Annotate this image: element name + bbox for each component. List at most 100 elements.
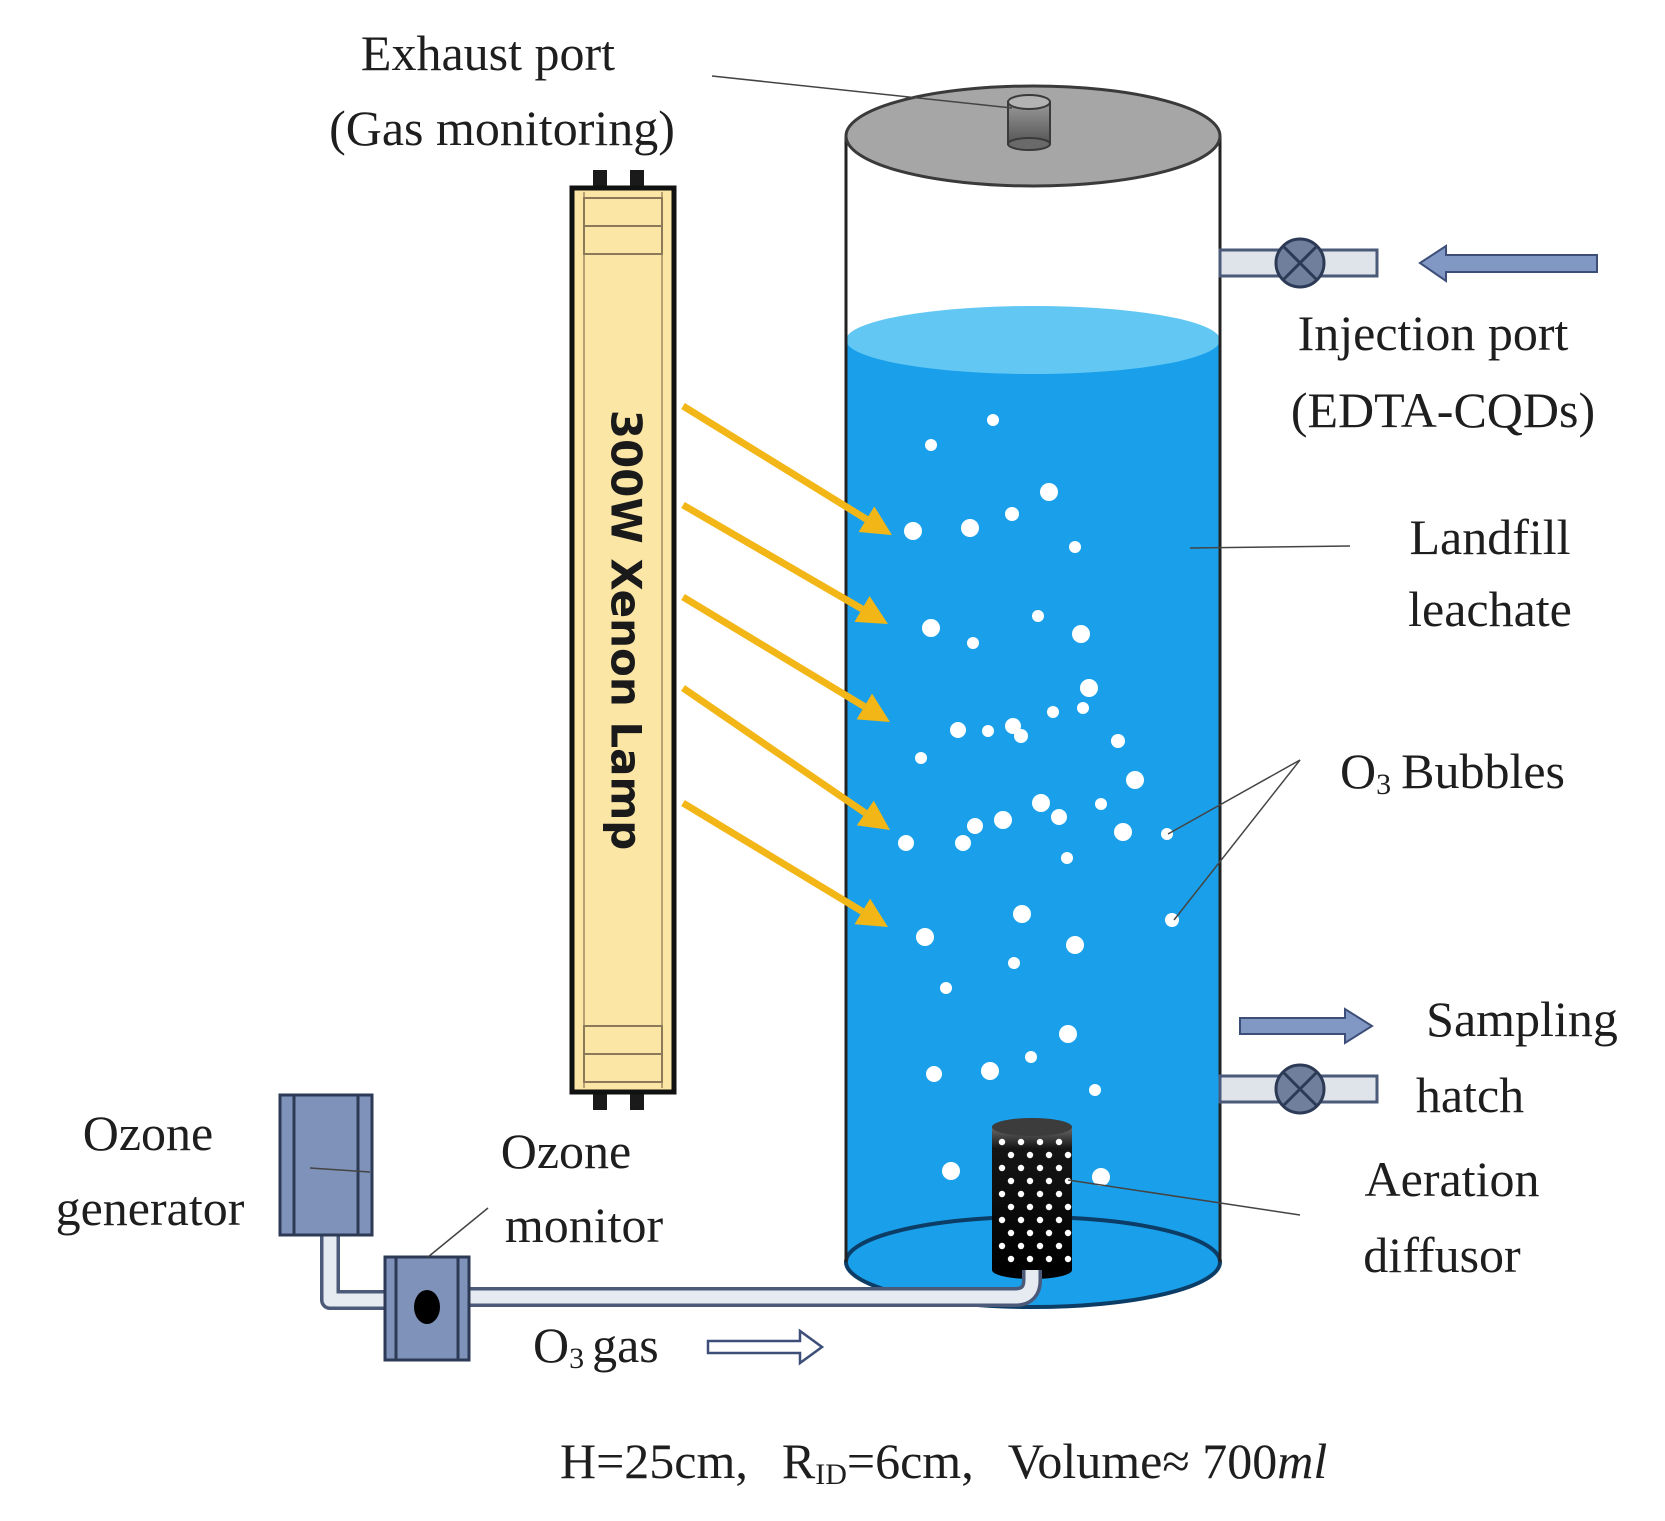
diffuser-hole: [1007, 1229, 1015, 1237]
diffuser-hole: [1055, 1138, 1063, 1146]
diffuser-hole: [1045, 1177, 1053, 1185]
diffuser-hole: [1045, 1229, 1053, 1237]
diffuser-hole: [998, 1138, 1006, 1146]
ozone-bubble: [955, 835, 971, 851]
diffuser-hole: [1017, 1164, 1025, 1172]
ozone-bubble: [1126, 771, 1144, 789]
gas-pipe: [320, 1222, 1042, 1310]
diffuser-hole: [998, 1216, 1006, 1224]
ozone-bubble: [916, 928, 934, 946]
ozone-generator: [278, 1093, 374, 1237]
injection-port: [1218, 237, 1598, 289]
diffuser-hole: [1017, 1138, 1025, 1146]
diffuser-hole: [1045, 1203, 1053, 1211]
ozone-bubble: [915, 752, 927, 764]
ozone-bubble: [1040, 483, 1058, 501]
ozone-bubble: [1114, 823, 1132, 841]
leachate-label: Landfill: [1409, 509, 1570, 565]
ozone-bubble: [1165, 913, 1179, 927]
diffusor-label: Aeration: [1365, 1151, 1540, 1207]
liquid-surface: [846, 306, 1220, 374]
diffuser-hole: [998, 1242, 1006, 1250]
diffuser-hole: [1064, 1229, 1072, 1237]
ozone-generator-sublabel: generator: [56, 1180, 245, 1236]
light-rays: [681, 403, 892, 927]
light-ray-arrow: [681, 501, 888, 624]
exhaust-port: [1007, 94, 1051, 151]
valve-icon: [1274, 237, 1326, 289]
light-ray-arrow: [681, 685, 890, 830]
gas-flow-arrow: [706, 1328, 825, 1366]
ozone-bubble: [1005, 507, 1019, 521]
ozone-bubble: [1005, 718, 1021, 734]
ozone-bubble: [1066, 936, 1084, 954]
injection-port-label: Injection port: [1298, 305, 1569, 361]
ozone-monitor-label: Ozone: [501, 1123, 632, 1179]
ozone-bubble: [926, 1066, 942, 1082]
diffuser-hole: [1036, 1216, 1044, 1224]
exhaust-port-sublabel: (Gas monitoring): [329, 100, 675, 156]
ozone-bubble: [1061, 852, 1073, 864]
diffuser-hole: [1064, 1255, 1072, 1263]
ozone-bubble: [1025, 1051, 1037, 1063]
diffuser-hole: [998, 1164, 1006, 1172]
diffuser-hole: [1036, 1190, 1044, 1198]
ozone-bubble: [904, 522, 922, 540]
diffuser-hole: [1064, 1203, 1072, 1211]
ozone-bubble: [1013, 905, 1031, 923]
ozone-bubble: [1080, 679, 1098, 697]
ozone-bubble: [987, 414, 999, 426]
monitor-sensor: [414, 1290, 440, 1324]
diffuser-hole: [998, 1190, 1006, 1198]
leachate-sublabel: leachate: [1408, 581, 1572, 637]
diffuser-hole: [1017, 1216, 1025, 1224]
diffuser-holes: [998, 1138, 1072, 1263]
diffuser-hole: [1026, 1151, 1034, 1159]
ozone-bubble: [922, 619, 940, 637]
diffuser-hole: [1007, 1203, 1015, 1211]
ozone-monitor-sublabel: monitor: [505, 1197, 664, 1253]
dimensions-caption: H=25cm,RID=6cm,Volume≈ 700ml: [560, 1433, 1327, 1491]
sampling-hatch: [1218, 1007, 1379, 1115]
ozone-bubble: [1095, 798, 1107, 810]
exhaust-port-label: Exhaust port: [361, 25, 615, 81]
diffuser-hole: [1036, 1138, 1044, 1146]
injection-port-sublabel: (EDTA-CQDs): [1291, 382, 1595, 438]
diffuser-hole: [1007, 1177, 1015, 1185]
diffuser-hole: [1055, 1242, 1063, 1250]
ozone-bubble: [940, 982, 952, 994]
xenon-lamp: 300W Xenon Lamp: [569, 170, 677, 1110]
ozone-bubble: [898, 835, 914, 851]
ozone-generator-label: Ozone: [83, 1105, 214, 1161]
lamp-label: 300W Xenon Lamp: [602, 410, 651, 851]
ozone-bubble: [1092, 1168, 1110, 1186]
aeration-diffuser: [992, 1118, 1072, 1279]
leachate-liquid: [846, 340, 1220, 1307]
ozone-bubble: [1047, 706, 1059, 718]
ozone-bubble: [1089, 1084, 1101, 1096]
ozone-bubble: [1032, 610, 1044, 622]
light-ray-arrow: [681, 594, 890, 722]
diffuser-hole: [1045, 1151, 1053, 1159]
ozone-bubble: [1069, 541, 1081, 553]
ozone-bubble: [1051, 809, 1067, 825]
ozone-bubble: [982, 725, 994, 737]
ozone-bubble: [942, 1162, 960, 1180]
sampling-hatch-label: Sampling: [1426, 991, 1618, 1047]
ozone-bubble: [967, 818, 983, 834]
ozone-bubble: [1008, 957, 1020, 969]
ozone-bubble: [1014, 729, 1028, 743]
diffuser-hole: [1026, 1255, 1034, 1263]
ozone-bubble: [967, 637, 979, 649]
diffuser-hole: [1064, 1151, 1072, 1159]
ozone-monitor: [383, 1255, 471, 1362]
diffusor-sublabel: diffusor: [1363, 1227, 1521, 1283]
diffuser-hole: [1055, 1216, 1063, 1224]
light-ray-arrow: [681, 800, 888, 927]
ozone-bubble: [994, 811, 1012, 829]
ozone-bubbles: [898, 414, 1179, 1186]
